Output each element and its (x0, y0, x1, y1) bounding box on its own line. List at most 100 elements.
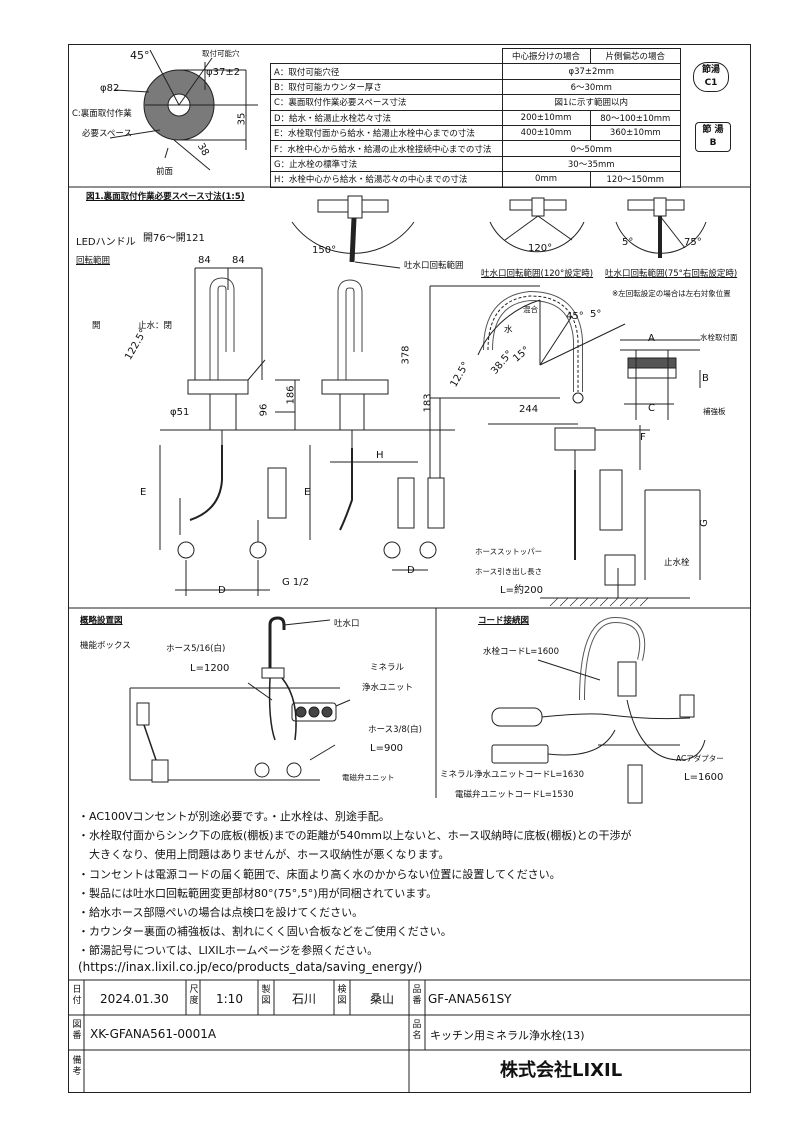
ac-adapter-length: L=1600 (684, 772, 724, 783)
floor-hatch (549, 597, 649, 607)
water-saving-badge-b: 節 湯 B (695, 122, 731, 152)
mineral-unit-label-2: 浄水ユニット (362, 683, 414, 693)
spec-row-label: E：水栓取付面から給水・給湯止水栓中心までの寸法 (270, 124, 503, 142)
angle-75: 75° (684, 237, 702, 248)
solenoid-unit-label: 電磁弁ユニット (342, 773, 395, 782)
spec-row: H：水栓中心から給水・給湯芯々の中心までの寸法 0mm 120～150mm (270, 171, 682, 188)
spec-row-label: B：取付可能カウンター厚さ (270, 78, 503, 96)
spec-row-value: 図1に示す範囲以内 (501, 94, 681, 111)
note-line: ・製品には吐水口回転範囲変更部材80°(75°,5°)用が同梱されています。 (78, 887, 438, 900)
note-line: ・AC100Vコンセントが別途必要です。・止水栓は、別途手配。 (78, 810, 390, 823)
faucet-top-view (291, 195, 415, 269)
badge-c1-code: C1 (704, 78, 718, 88)
remarks-label: 備考 (72, 1056, 82, 1077)
function-box-label: 機能ボックス (80, 641, 131, 651)
spout-rotation-120: 吐水口回転範囲(120°設定時) (481, 269, 594, 279)
dim-186: 186 (285, 385, 297, 405)
hose-5-16-label: ホース5/16(白) (166, 644, 226, 654)
faucet-cord-label: 水栓コードL=1600 (483, 647, 559, 657)
drawn-value: 石川 (292, 992, 317, 1006)
spout-label: 吐水口 (334, 619, 360, 629)
dim-D-mid: D (407, 565, 415, 576)
faucet-top-view-75 (615, 197, 707, 258)
note-line: ・給水ホース部隠ぺいの場合は点検口を設けてください。 (78, 906, 364, 919)
dim-C: C (648, 403, 655, 414)
part-no-label: 品番 (412, 985, 422, 1006)
note-line: ・節湯記号については、LIXILホームページを参照ください。 (78, 944, 379, 957)
checked-value: 桑山 (370, 992, 395, 1006)
dim-84-left: 84 (198, 255, 211, 266)
drawing-no-value: XK-GFANA561-0001A (90, 1027, 217, 1041)
dim-96: 96 (258, 403, 270, 417)
spec-row-value-offset: 80～100±10mm (589, 109, 682, 126)
date-label: 日付 (72, 985, 82, 1006)
hose-stopper-label: ホーススットッパー (475, 547, 543, 556)
spec-row: C：裏面取付作業必要スペース寸法 図1に示す範囲以内 (270, 94, 681, 111)
mount-detail (620, 339, 701, 420)
note-line: ・水栓取付面からシンク下の底板(棚板)までの距離が540mm以上ないと、ホース収… (78, 829, 632, 842)
spec-row-label: F：水栓中心から給水・給湯の止水栓接続中心までの寸法 (270, 140, 503, 157)
spec-row-label: G：止水栓の標準寸法 (270, 155, 503, 173)
spec-row-label: D：給水・給湯止水栓芯々寸法 (270, 109, 503, 126)
scale-label: 尺度 (189, 985, 199, 1006)
note-line: ・コンセントは電源コードの届く範囲で、床面より高く水のかからない位置に設置してく… (78, 868, 561, 881)
spec-header-row: 中心振分けの場合 片側偏芯の場合 (270, 47, 682, 65)
stop-close-label: 止水：閉 (138, 321, 173, 331)
spout-rotation-range: 吐水口回転範囲 (404, 261, 464, 271)
dim-B: B (702, 373, 709, 384)
dim-D-left: D (218, 585, 226, 596)
stop-valve-label: 止水栓 (664, 558, 690, 568)
front-label: 前面 (156, 167, 174, 177)
angle-5-side: 5° (590, 309, 602, 320)
hole-diagram (109, 49, 258, 171)
note-line: ・カウンター裏面の補強板は、割れにくく固い合板などをご使用ください。 (78, 925, 452, 938)
space-label-2: 必要スペース (82, 129, 132, 139)
badge-b-top: 節 湯 (702, 125, 724, 135)
spec-row-value: 30～35mm (501, 155, 681, 173)
dim-183: 183 (422, 393, 434, 413)
spout-rotation-75: 吐水口回転範囲(75°右回転設定時) (605, 269, 738, 279)
hole-dimension: φ37±2 (206, 67, 241, 78)
mix-label: 混合 (523, 305, 538, 314)
dim-E-left: E (140, 487, 147, 498)
angle-45-label: 45° (130, 49, 150, 62)
spec-row-label: H：水栓中心から給水・給湯芯々の中心までの寸法 (270, 171, 503, 188)
angle-150: 150° (312, 245, 337, 256)
hose-3-8-label: ホース3/8(白) (368, 725, 422, 735)
open-label: 開 (92, 321, 101, 331)
spec-header-offset: 片側偏芯の場合 (589, 47, 682, 65)
product-name: キッチン用ミネラル浄水栓(13) (430, 1029, 585, 1042)
faucet-front-left (159, 267, 300, 596)
company-name: 株式会社LIXIL (500, 1060, 623, 1081)
install-title: 概略設置図 (80, 616, 123, 626)
dim-A: A (648, 333, 655, 344)
mineral-unit-label-1: ミネラル (370, 663, 405, 673)
spec-row-value: 0mm (501, 171, 591, 188)
hose-length: L=約200 (500, 585, 544, 596)
drawn-label: 製図 (261, 985, 271, 1006)
left-rotation-note: ※左回転設定の場合は左右対象位置 (612, 289, 731, 298)
spec-row-value-offset: 120～150mm (589, 171, 682, 188)
spec-row-value: 0～50mm (501, 140, 681, 157)
water-label: 水 (504, 325, 513, 335)
dim-G: G (698, 519, 710, 527)
hose-3-8-length: L=900 (370, 743, 404, 754)
spec-header-center: 中心振分けの場合 (501, 47, 591, 65)
spec-row: A：取付可能穴径 φ37±2mm (270, 63, 681, 80)
hole-label: 取付可能穴 (202, 49, 240, 58)
faucet-front-middle (300, 279, 455, 571)
cord-title: コード接続図 (478, 616, 530, 626)
title-block-lines (68, 980, 751, 1093)
spec-row-value: 200±10mm (501, 109, 591, 126)
spec-row-label: A：取付可能穴径 (270, 63, 503, 80)
install-diagram (129, 616, 351, 783)
width-range: 開76～開121 (143, 233, 205, 244)
angle-120: 120° (528, 243, 553, 254)
led-handle-label: LEDハンドル (76, 237, 136, 248)
spec-row: G：止水栓の標準寸法 30～35mm (270, 155, 681, 173)
spec-row-value: 6～30mm (501, 78, 681, 96)
mineral-cord-label: ミネラル浄水ユニットコードL=1630 (440, 770, 584, 780)
spec-table: 中心振分けの場合 片側偏芯の場合 A：取付可能穴径 φ37±2mm B：取付可能… (270, 47, 682, 188)
drawing-no-label: 図番 (72, 1020, 82, 1041)
